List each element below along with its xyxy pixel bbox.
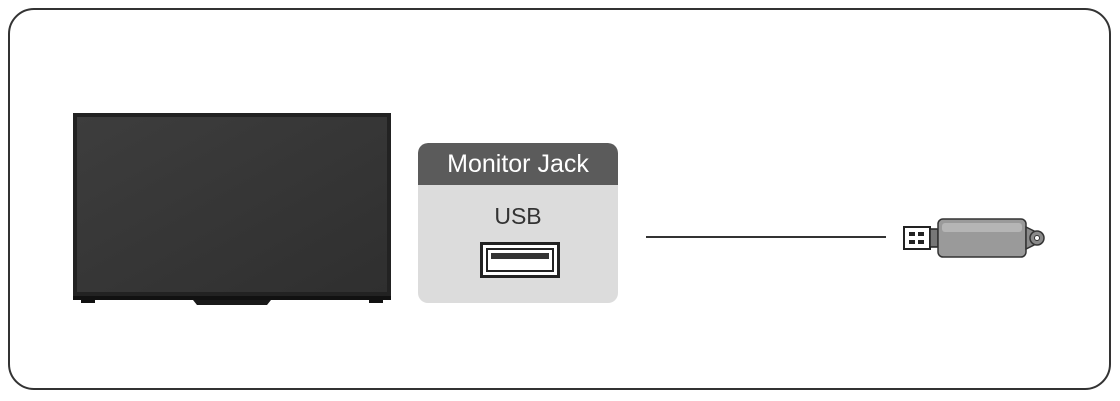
usb-port-label: USB (494, 203, 542, 229)
usb-plug-icon (903, 218, 1045, 258)
usb-cable (646, 236, 886, 238)
tv-icon (73, 113, 391, 305)
monitor-jack-panel: Monitor Jack USB (418, 143, 618, 303)
monitor-jack-title: Monitor Jack (418, 143, 618, 185)
usb-port-icon (480, 242, 560, 278)
